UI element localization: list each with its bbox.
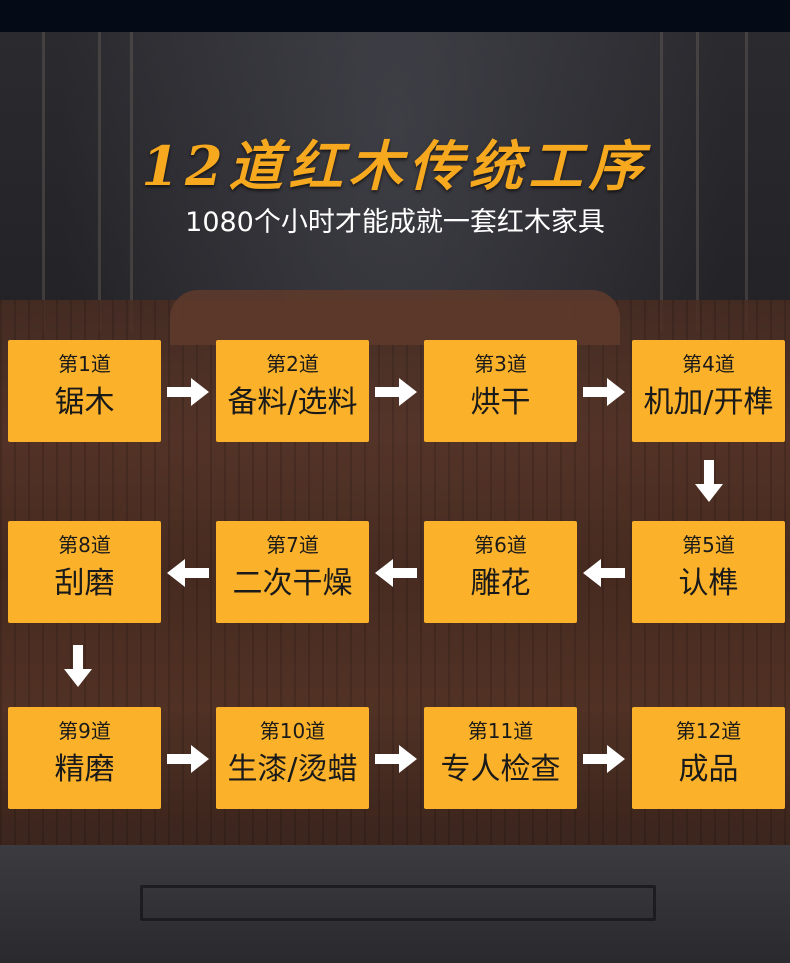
arrow-down-icon <box>64 645 92 687</box>
step-number: 第2道 <box>266 352 319 376</box>
page-title: 12道红木传统工序 <box>141 134 649 198</box>
arrow-right-icon <box>167 378 209 406</box>
step-name: 机加/开榫 <box>643 385 774 420</box>
step-number: 第5道 <box>682 533 735 557</box>
arrow-left-icon <box>167 559 209 587</box>
step-name: 专人检查 <box>440 752 561 787</box>
page-subtitle: 1080个小时才能成就一套红木家具 <box>185 207 605 238</box>
background-pillar <box>98 32 101 332</box>
arrow-right-icon <box>583 378 625 406</box>
process-step-9: 第9道 精磨 <box>8 707 161 809</box>
process-step-6: 第6道 雕花 <box>424 521 577 623</box>
arrow-down-icon <box>695 460 723 502</box>
step-name: 精磨 <box>54 752 115 787</box>
step-name: 成品 <box>678 752 739 787</box>
step-name: 二次干燥 <box>232 566 353 601</box>
step-name: 烘干 <box>470 385 531 420</box>
top-bar <box>0 0 790 32</box>
step-number: 第9道 <box>58 719 111 743</box>
step-number: 第11道 <box>467 719 534 743</box>
step-number: 第6道 <box>474 533 527 557</box>
process-step-10: 第10道 生漆/烫蜡 <box>216 707 369 809</box>
step-name: 锯木 <box>54 385 115 420</box>
floor-pattern <box>140 885 656 921</box>
step-number: 第7道 <box>266 533 319 557</box>
process-step-2: 第2道 备料/选料 <box>216 340 369 442</box>
floor-background <box>0 845 790 963</box>
background-pillar <box>745 32 748 332</box>
arrow-right-icon <box>167 745 209 773</box>
step-number: 第12道 <box>675 719 742 743</box>
step-number: 第3道 <box>474 352 527 376</box>
process-step-4: 第4道 机加/开榫 <box>632 340 785 442</box>
arrow-right-icon <box>375 745 417 773</box>
arrow-left-icon <box>583 559 625 587</box>
process-step-5: 第5道 认榫 <box>632 521 785 623</box>
step-name: 生漆/烫蜡 <box>227 752 358 787</box>
process-step-3: 第3道 烘干 <box>424 340 577 442</box>
arrow-right-icon <box>583 745 625 773</box>
background-pillar <box>130 32 133 332</box>
background-pillar <box>696 32 699 332</box>
step-number: 第4道 <box>682 352 735 376</box>
step-number: 第1道 <box>58 352 111 376</box>
background-pillar <box>42 32 45 332</box>
step-number: 第10道 <box>259 719 326 743</box>
process-step-7: 第7道 二次干燥 <box>216 521 369 623</box>
process-step-8: 第8道 刮磨 <box>8 521 161 623</box>
process-step-11: 第11道 专人检查 <box>424 707 577 809</box>
step-name: 备料/选料 <box>227 385 358 420</box>
step-name: 雕花 <box>470 566 531 601</box>
arrow-left-icon <box>375 559 417 587</box>
background-pillar <box>660 32 663 332</box>
arrow-right-icon <box>375 378 417 406</box>
step-name: 刮磨 <box>54 566 115 601</box>
process-step-12: 第12道 成品 <box>632 707 785 809</box>
step-name: 认榫 <box>678 566 739 601</box>
step-number: 第8道 <box>58 533 111 557</box>
process-step-1: 第1道 锯木 <box>8 340 161 442</box>
furniture-crest <box>170 290 620 345</box>
